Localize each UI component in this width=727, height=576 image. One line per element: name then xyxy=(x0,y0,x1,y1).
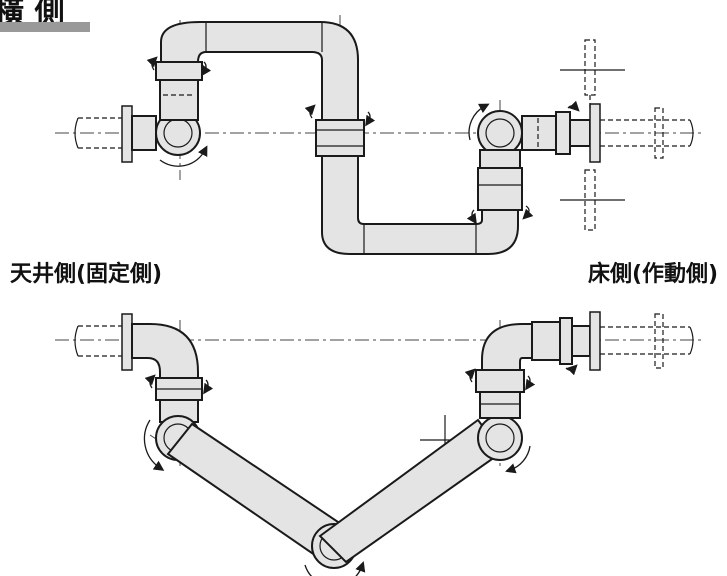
bottom-right-swivel xyxy=(479,391,521,419)
floor-side-label: 床側(作動側) xyxy=(588,262,719,287)
middle-swivel-joint xyxy=(315,119,365,157)
bottom-right-rotary-elbow xyxy=(477,415,523,461)
heading-underline-bar xyxy=(0,22,90,32)
ceiling-side-label: 天井側(固定側) xyxy=(10,262,163,287)
right-outlet-flange xyxy=(589,103,601,163)
bottom-left-elbow xyxy=(131,323,199,379)
left-inlet-flange xyxy=(121,105,133,163)
left-rotation-arrow xyxy=(159,145,208,167)
right-horizontal-swivel xyxy=(521,115,557,151)
top-piping-assembly xyxy=(55,15,705,255)
right-swivel-joint-lower xyxy=(477,167,523,211)
bottom-piping-assembly xyxy=(55,311,705,576)
bottom-right-elbow xyxy=(481,323,533,371)
bottom-right-outlet-pipe xyxy=(600,326,690,355)
bottom-left-flange xyxy=(121,313,133,371)
bottom-left-inlet-pipe xyxy=(78,325,122,357)
left-inlet-pipe xyxy=(78,117,122,149)
bottom-right-horizontal-swivel xyxy=(531,321,561,361)
bottom-right-diagonal-arm xyxy=(318,418,504,564)
right-rotary-elbow xyxy=(477,110,523,156)
right-rotation-arrow xyxy=(468,103,490,141)
left-swivel-joint-upper xyxy=(155,61,203,81)
bottom-right-flange xyxy=(589,311,601,371)
right-outlet-pipe xyxy=(600,119,690,147)
left-swivel-joint-lower xyxy=(159,79,199,121)
floor-side-alternate-positions xyxy=(560,39,625,231)
